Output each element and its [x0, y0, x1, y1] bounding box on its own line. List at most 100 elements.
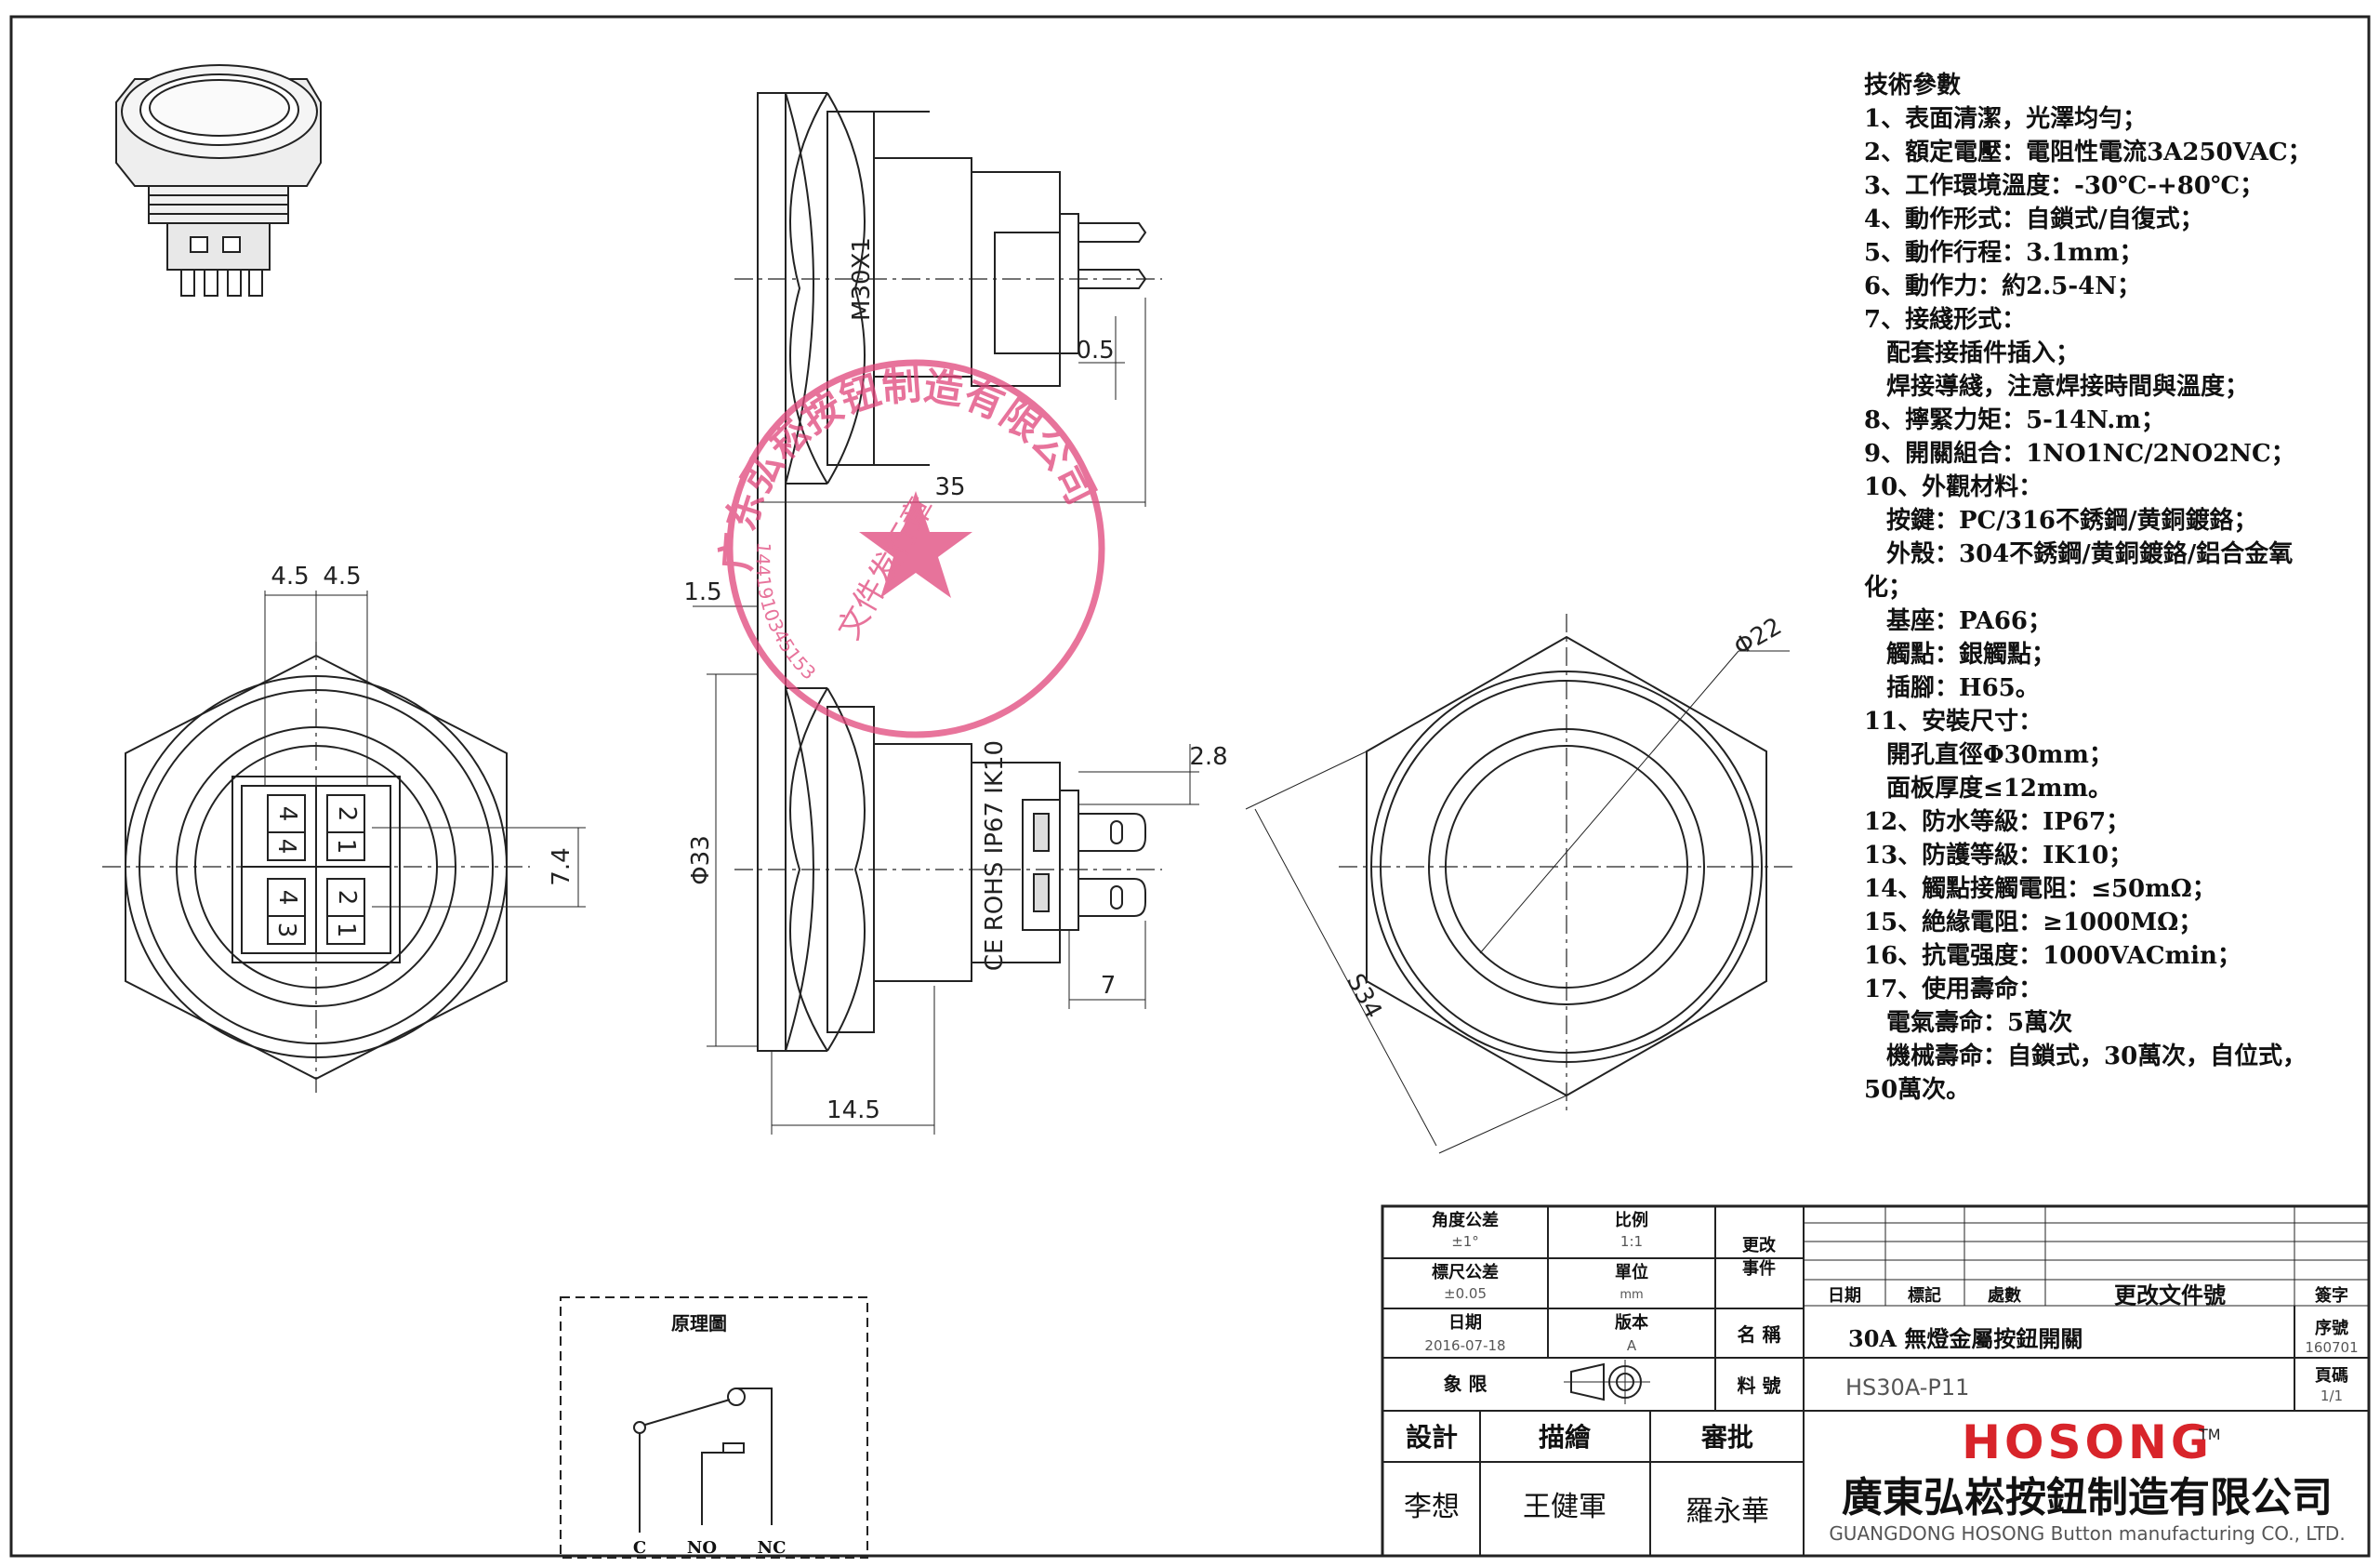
- spec-line: 10、外觀材料：: [1864, 473, 2043, 501]
- specs-title: 技術參數: [1864, 72, 1962, 100]
- schematic-c: C: [633, 1538, 646, 1558]
- dim-35: 35: [934, 473, 965, 501]
- spec-line: 50萬次。: [1864, 1076, 1971, 1104]
- svg-text:30A 無燈金屬按鈕開關: 30A 無燈金屬按鈕開關: [1848, 1325, 2082, 1352]
- dim-7-4: 7.4: [548, 847, 575, 885]
- svg-text:160701: 160701: [2305, 1339, 2358, 1356]
- svg-text:事件: 事件: [1742, 1258, 1776, 1279]
- terminal-label: 4: [273, 806, 301, 822]
- spec-line: 1、表面清潔，光澤均勻；: [1864, 105, 2148, 133]
- company-name-en: GUANGDONG HOSONG Button manufacturing CO…: [1829, 1522, 2345, 1545]
- spec-line: 15、絶緣電阻：≥1000MΩ；: [1864, 909, 2203, 936]
- svg-text:±1°: ±1°: [1451, 1233, 1479, 1250]
- terminal-label: 2: [333, 890, 361, 906]
- spec-line: 化；: [1864, 574, 1913, 602]
- terminal-label: 4: [272, 839, 300, 855]
- svg-text:處數: 處數: [1988, 1286, 2021, 1306]
- svg-text:版本: 版本: [1615, 1312, 1648, 1333]
- terminal-label: 2: [333, 806, 361, 822]
- svg-text:料 號: 料 號: [1738, 1374, 1781, 1397]
- svg-text:角度公差: 角度公差: [1432, 1210, 1499, 1230]
- front-view: [1245, 614, 1794, 1154]
- svg-text:日期: 日期: [1828, 1286, 1861, 1306]
- spec-line: 9、開關組合：1NO1NC/2NO2NC；: [1864, 440, 2295, 468]
- svg-text:1:1: 1:1: [1620, 1233, 1643, 1250]
- svg-text:設計: 設計: [1406, 1422, 1458, 1453]
- svg-text:更改文件號: 更改文件號: [2114, 1281, 2226, 1308]
- spec-line: 面板厚度≤12mm。: [1886, 775, 2112, 803]
- svg-text:HS30A-P11: HS30A-P11: [1845, 1374, 1969, 1401]
- drawing-frame: [9, 15, 2371, 1558]
- terminal-label: 3: [272, 923, 300, 938]
- svg-text:±0.05: ±0.05: [1444, 1285, 1487, 1302]
- spec-line: 7、接綫形式：: [1864, 306, 2027, 334]
- spec-line: 12、防水等級：IP67；: [1864, 808, 2131, 836]
- terminal-label: 4: [273, 890, 301, 906]
- spec-line: 4、動作形式：自鎖式/自復式；: [1864, 206, 2204, 233]
- svg-text:描繪: 描繪: [1539, 1422, 1592, 1453]
- spec-line: 電氣壽命：5萬次: [1886, 1009, 2073, 1037]
- spec-line: 焊接導綫，注意焊接時間與溫度；: [1886, 373, 2250, 401]
- dim-0-5: 0.5: [1076, 337, 1114, 365]
- specs-list: 1、表面清潔，光澤均勻； 2、額定電壓：電阻性電流3A250VAC； 3、工作環境溫…: [1864, 102, 2366, 1107]
- svg-text:標尺公差: 標尺公差: [1432, 1262, 1499, 1282]
- product-3d-thumbnail: [115, 64, 322, 297]
- svg-text:比例: 比例: [1615, 1210, 1648, 1230]
- spec-line: 6、動作力：約2.5-4N；: [1864, 272, 2141, 300]
- svg-text:審批: 審批: [1700, 1422, 1753, 1453]
- title-block: [1381, 1204, 2371, 1558]
- terminal-label: 1: [332, 839, 360, 855]
- svg-text:象 限: 象 限: [1444, 1373, 1488, 1395]
- trademark: TM: [2198, 1426, 2221, 1443]
- side-view: [693, 92, 1199, 1135]
- dim-4-5-left: 4.5: [271, 563, 309, 591]
- spec-line: 16、抗電强度：1000VACmin；: [1864, 942, 2241, 970]
- spec-line: 11、安裝尺寸：: [1864, 708, 2043, 736]
- svg-text:標記: 標記: [1908, 1285, 1941, 1306]
- dim-2-8: 2.8: [1189, 743, 1227, 771]
- dim-phi-22: Φ22: [1729, 613, 1786, 662]
- spec-line: 8、擰緊力矩：5-14N.m；: [1864, 406, 2165, 434]
- dim-m30x1: M30X1: [848, 237, 876, 321]
- spec-line: 按鍵：PC/316不銹鋼/黄銅鍍鉻；: [1886, 507, 2258, 535]
- svg-text:名 稱: 名 稱: [1738, 1323, 1781, 1346]
- brand-logo: HOSONG: [1962, 1415, 2213, 1469]
- technical-specs: 技術參數 1、表面清潔，光澤均勻； 2、額定電壓：電阻性電流3A250VAC； 3、…: [1864, 69, 2366, 1107]
- svg-text:2016-07-18: 2016-07-18: [1424, 1337, 1505, 1354]
- dim-4-5-right: 4.5: [323, 563, 361, 591]
- spec-line: 2、額定電壓：電阻性電流3A250VAC；: [1864, 139, 2312, 166]
- dim-s34: S34: [1341, 969, 1387, 1023]
- spec-line: 5、動作行程：3.1mm；: [1864, 239, 2144, 267]
- company-seal: 广东弘崧按钮制造有限公司 文件发行章 1441910345153: [713, 359, 1105, 738]
- rear-view: [102, 591, 586, 1093]
- svg-text:李想: 李想: [1404, 1491, 1460, 1523]
- spec-line: 基座：PA66；: [1886, 607, 2053, 635]
- spec-line: 3、工作環境溫度：-30℃-+80℃；: [1864, 172, 2265, 200]
- dim-1-5: 1.5: [683, 578, 721, 606]
- title-block-text: 角度公差 ±1° 比例 1:1 更改 事件 標尺公差 ±0.05 單位 mm 日…: [1404, 1210, 2359, 1545]
- company-name-cn: 廣東弘崧按鈕制造有限公司: [1842, 1474, 2333, 1521]
- schematic-no: NO: [687, 1538, 717, 1558]
- dim-phi-33: Φ33: [687, 835, 715, 885]
- schematic-box: [560, 1296, 868, 1559]
- svg-text:日期: 日期: [1448, 1313, 1482, 1333]
- schematic-nc: NC: [758, 1538, 787, 1558]
- dim-14-5: 14.5: [826, 1096, 880, 1124]
- dim-7: 7: [1101, 972, 1117, 1000]
- spec-line: 17、使用壽命：: [1864, 976, 2043, 1003]
- svg-text:頁碼: 頁碼: [2315, 1366, 2348, 1386]
- svg-text:序號: 序號: [2315, 1318, 2348, 1338]
- svg-text:王健軍: 王健軍: [1523, 1491, 1606, 1523]
- svg-text:A: A: [1627, 1337, 1637, 1354]
- spec-line: 機械壽命：自鎖式，30萬次，自位式，: [1886, 1042, 2307, 1070]
- spec-line: 觸點：銀觸點；: [1886, 641, 2056, 669]
- rear-view-terminal-labels: 4 2 4 1 4 2 3 1: [272, 806, 361, 938]
- svg-text:mm: mm: [1620, 1288, 1643, 1302]
- svg-text:羅永華: 羅永華: [1686, 1495, 1769, 1528]
- terminal-label: 1: [332, 923, 360, 938]
- svg-text:單位: 單位: [1615, 1262, 1648, 1282]
- spec-line: 開孔直徑Φ30mm；: [1886, 741, 2113, 769]
- svg-text:1/1: 1/1: [2320, 1388, 2343, 1404]
- spec-line: 13、防護等級：IK10；: [1864, 842, 2134, 870]
